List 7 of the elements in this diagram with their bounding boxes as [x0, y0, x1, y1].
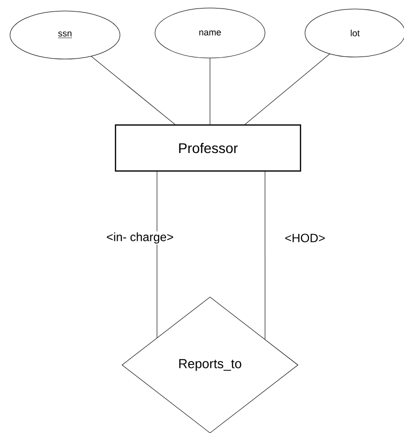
connector-line — [244, 54, 330, 125]
entity-box: Professor — [114, 124, 302, 172]
edge-label: <HOD> — [284, 232, 326, 244]
connector-line — [91, 56, 176, 125]
connector-line — [156, 171, 158, 338]
connector-line — [264, 171, 266, 340]
edge-label: <in- charge> — [105, 231, 175, 245]
